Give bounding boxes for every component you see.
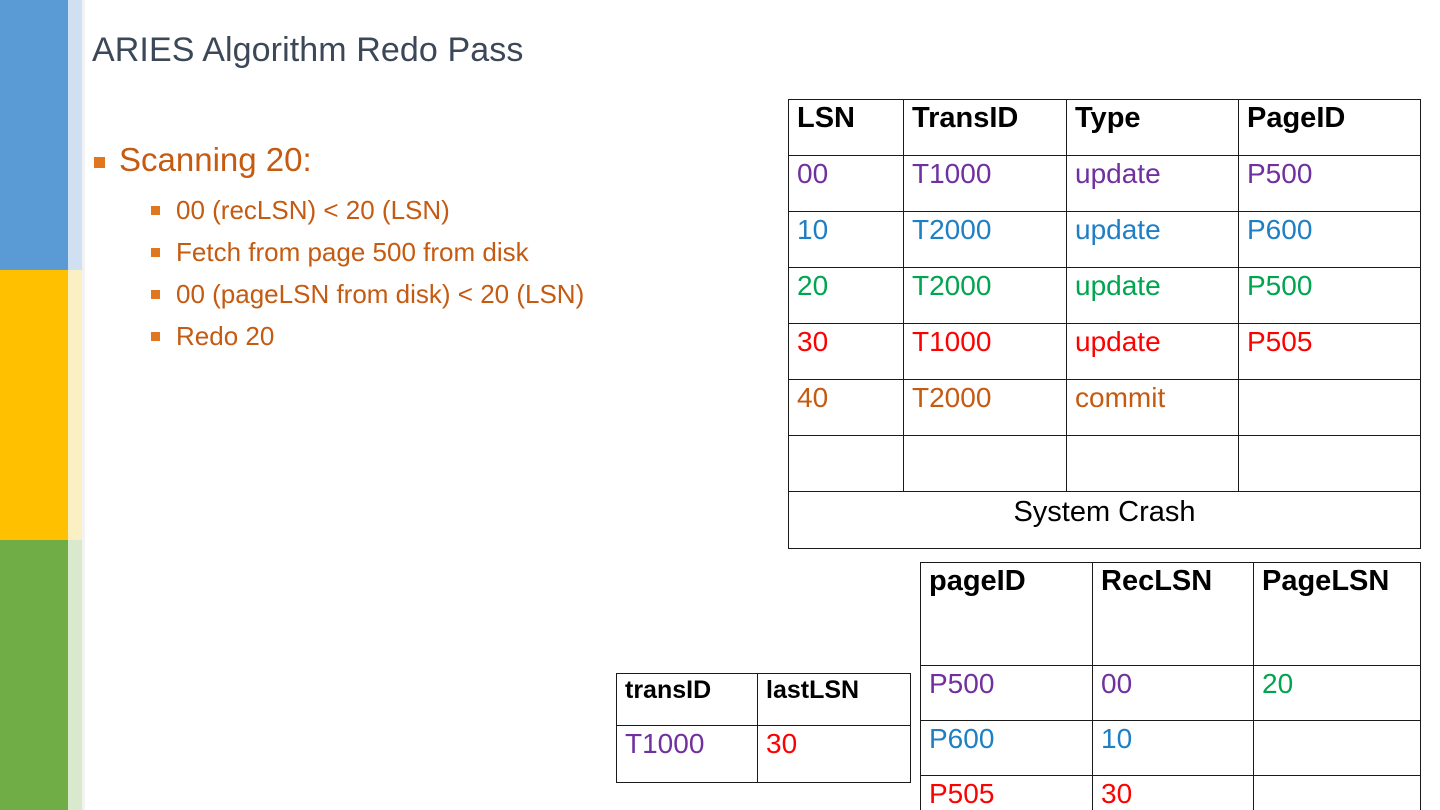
table-row: 30 T1000 update P505 (788, 323, 1421, 380)
system-crash-label: System Crash (788, 491, 1421, 549)
cell-type: update (1066, 323, 1239, 380)
cell-transid: T1000 (903, 323, 1067, 380)
column-header-transid: transID (616, 673, 758, 726)
cell-type: update (1066, 155, 1239, 212)
column-header-transid: TransID (903, 99, 1067, 156)
cell-type: commit (1066, 379, 1239, 436)
table-header-row: LSN TransID Type PageID (788, 99, 1421, 156)
cell-pageid: P500 (920, 665, 1093, 721)
color-rail (0, 0, 82, 810)
table-row: 00 T1000 update P500 (788, 155, 1421, 212)
cell-lsn: 00 (788, 155, 904, 212)
column-header-pageid: PageID (1238, 99, 1421, 156)
rail-band-blue (0, 0, 68, 270)
bullet-square-icon (151, 290, 160, 300)
bullet-level1-label: Scanning 20: (119, 141, 312, 178)
cell-pageid (1238, 379, 1421, 436)
cell-pageid: P500 (1238, 155, 1421, 212)
table-header-row: pageID RecLSN PageLSN (920, 562, 1421, 666)
cell-type: update (1066, 267, 1239, 324)
bullet-square-icon (151, 332, 160, 342)
cell-type (1066, 435, 1239, 492)
cell-type: update (1066, 211, 1239, 268)
cell-pageid: P600 (1238, 211, 1421, 268)
table-row: 20 T2000 update P500 (788, 267, 1421, 324)
cell-pagelsn (1253, 720, 1421, 776)
column-header-pageid: pageID (920, 562, 1093, 666)
cell-pageid: P505 (920, 775, 1093, 810)
table-row-empty (788, 435, 1421, 492)
table-row: 40 T2000 commit (788, 379, 1421, 436)
cell-lastlsn: 30 (757, 725, 911, 783)
cell-transid: T2000 (903, 379, 1067, 436)
cell-lsn (788, 435, 904, 492)
bullet-square-icon (151, 247, 160, 257)
dirty-page-table: pageID RecLSN PageLSN P500 00 20 P600 10… (920, 562, 1421, 810)
cell-reclsn: 00 (1092, 665, 1254, 721)
transaction-table: transID lastLSN T1000 30 (616, 673, 911, 783)
table-row: 10 T2000 update P600 (788, 211, 1421, 268)
page-title: ARIES Algorithm Redo Pass (92, 31, 524, 69)
cell-transid: T2000 (903, 267, 1067, 324)
cell-pageid: P500 (1238, 267, 1421, 324)
cell-transid: T2000 (903, 211, 1067, 268)
rail-separator (82, 0, 85, 810)
rail-band-yellow (0, 270, 68, 540)
cell-lsn: 40 (788, 379, 904, 436)
bullet-level2-item-2: Fetch from page 500 from disk (149, 236, 712, 269)
cell-pageid: P600 (920, 720, 1093, 776)
cell-transid (903, 435, 1067, 492)
rail-tint-yellow (68, 270, 82, 540)
table-row: P505 30 (920, 775, 1421, 810)
bullet-level2-item-4: Redo 20 (149, 320, 712, 353)
table-header-row: transID lastLSN (616, 673, 911, 726)
bullet-level1-scanning: Scanning 20: (92, 140, 712, 180)
cell-lsn: 30 (788, 323, 904, 380)
cell-transid: T1000 (616, 725, 758, 783)
cell-pagelsn (1253, 775, 1421, 810)
cell-transid: T1000 (903, 155, 1067, 212)
cell-reclsn: 30 (1092, 775, 1254, 810)
cell-pageid: P505 (1238, 323, 1421, 380)
column-header-reclsn: RecLSN (1092, 562, 1254, 666)
rail-tint-green (68, 540, 82, 810)
bullet-square-icon (94, 157, 105, 168)
bullet-level2-label: Fetch from page 500 from disk (176, 236, 529, 267)
bullet-square-icon (151, 205, 160, 215)
bullet-level2-label: 00 (pageLSN from disk) < 20 (LSN) (176, 279, 585, 310)
table-row: T1000 30 (616, 725, 911, 783)
bullet-level2-item-3: 00 (pageLSN from disk) < 20 (LSN) (149, 278, 712, 311)
log-record-table: LSN TransID Type PageID 00 T1000 update … (788, 99, 1421, 549)
cell-reclsn: 10 (1092, 720, 1254, 776)
table-row-crash: System Crash (788, 491, 1421, 549)
table-row: P600 10 (920, 720, 1421, 776)
column-header-lsn: LSN (788, 99, 904, 156)
bullet-list: Scanning 20: 00 (recLSN) < 20 (LSN) Fetc… (92, 140, 712, 363)
bullet-level2-label: 00 (recLSN) < 20 (LSN) (176, 194, 450, 225)
column-header-type: Type (1066, 99, 1239, 156)
cell-lsn: 10 (788, 211, 904, 268)
cell-pageid (1238, 435, 1421, 492)
rail-band-green (0, 540, 68, 810)
bullet-level2-label: Redo 20 (176, 321, 275, 352)
column-header-pagelsn: PageLSN (1253, 562, 1421, 666)
cell-pagelsn: 20 (1253, 665, 1421, 721)
table-row: P500 00 20 (920, 665, 1421, 721)
rail-tint-blue (68, 0, 82, 270)
column-header-lastlsn: lastLSN (757, 673, 911, 726)
bullet-level2-item-1: 00 (recLSN) < 20 (LSN) (149, 194, 712, 227)
cell-lsn: 20 (788, 267, 904, 324)
